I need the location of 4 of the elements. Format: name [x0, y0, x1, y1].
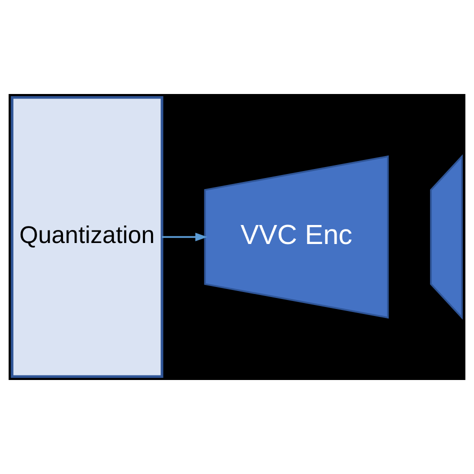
arrow: [162, 232, 208, 242]
node-box: VVC Enc: [204, 155, 389, 319]
node-trapezoid: [430, 154, 463, 320]
node-box: Quantization: [10, 96, 164, 378]
